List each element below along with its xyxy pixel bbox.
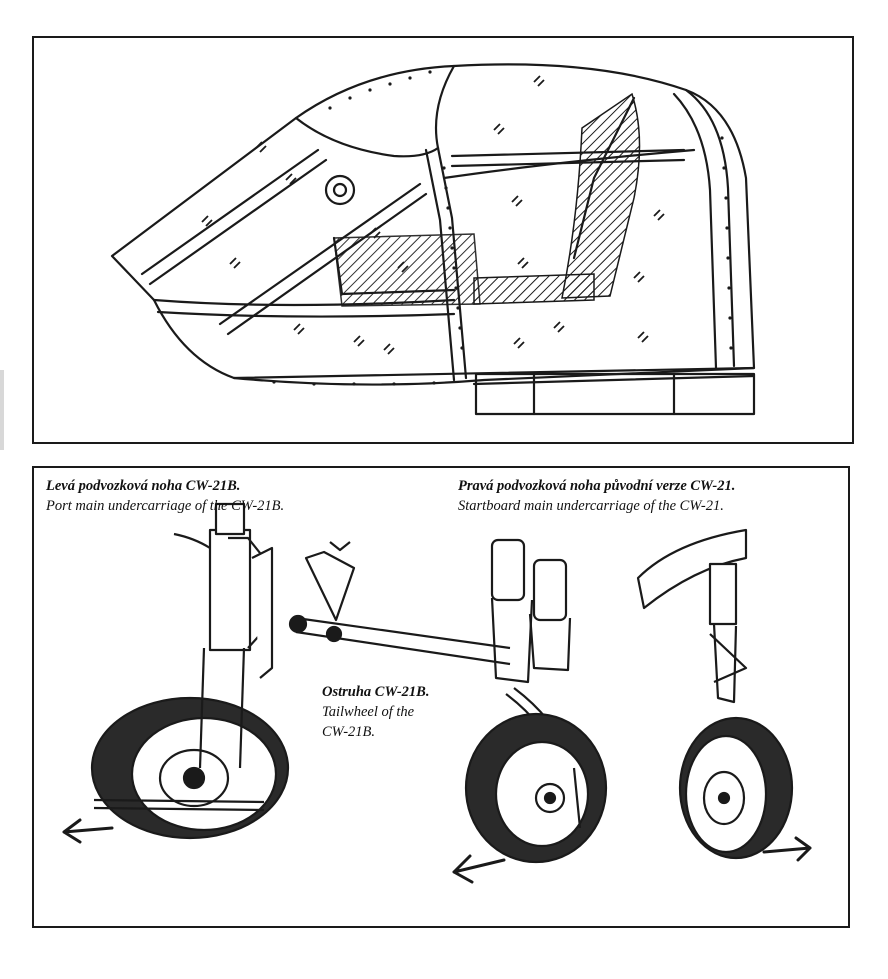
starboard-main-gear: [636, 528, 794, 860]
undercarriage-panel: Levá podvozková noha CW-21B. Port main u…: [32, 466, 850, 928]
starboard-arrow: [762, 836, 812, 862]
port-main-gear: [90, 502, 290, 840]
sill-block: [474, 372, 756, 416]
mid-rail: [442, 148, 696, 180]
front-frame: [436, 146, 468, 380]
top-rail: [450, 148, 686, 158]
canopy-drawing: [110, 63, 756, 416]
canopy-panel: [32, 36, 854, 444]
port-arrow: [62, 818, 114, 844]
tailwheel-arrow: [452, 854, 506, 884]
caption-port-en: Port main undercarriage of the CW-21B.: [46, 498, 285, 514]
hatch-sill: [473, 273, 595, 305]
undercarriage-drawing: [62, 502, 812, 884]
hatch-seatback: [561, 92, 641, 299]
tailwheel-gear: [464, 538, 608, 864]
tailwheel-assembly: [288, 541, 511, 666]
port-oleo: [208, 528, 252, 652]
caption-tailwheel-en-2: CW-21B.: [322, 724, 376, 740]
caption-starboard-main-gear: Pravá podvozková noha původní verze CW-2…: [458, 476, 735, 516]
caption-starboard-cz: Pravá podvozková noha původní verze CW-2…: [458, 478, 736, 494]
caption-tailwheel-cz: Ostruha CW-21B.: [322, 684, 430, 700]
scan-edge: [0, 370, 4, 450]
caption-tailwheel: Ostruha CW-21B. Tailwheel of the CW-21B.: [322, 682, 429, 742]
hatch-floor: [333, 233, 481, 307]
caption-port-cz: Levá podvozková noha CW-21B.: [46, 478, 241, 494]
gunsight: [324, 174, 356, 206]
caption-port-main-gear: Levá podvozková noha CW-21B. Port main u…: [46, 476, 284, 516]
rear-hoop: [684, 88, 736, 368]
front-strut: [140, 148, 320, 276]
caption-starboard-en: Startboard main undercarriage of the CW-…: [458, 498, 724, 514]
caption-tailwheel-en-1: Tailwheel of the: [322, 704, 415, 720]
